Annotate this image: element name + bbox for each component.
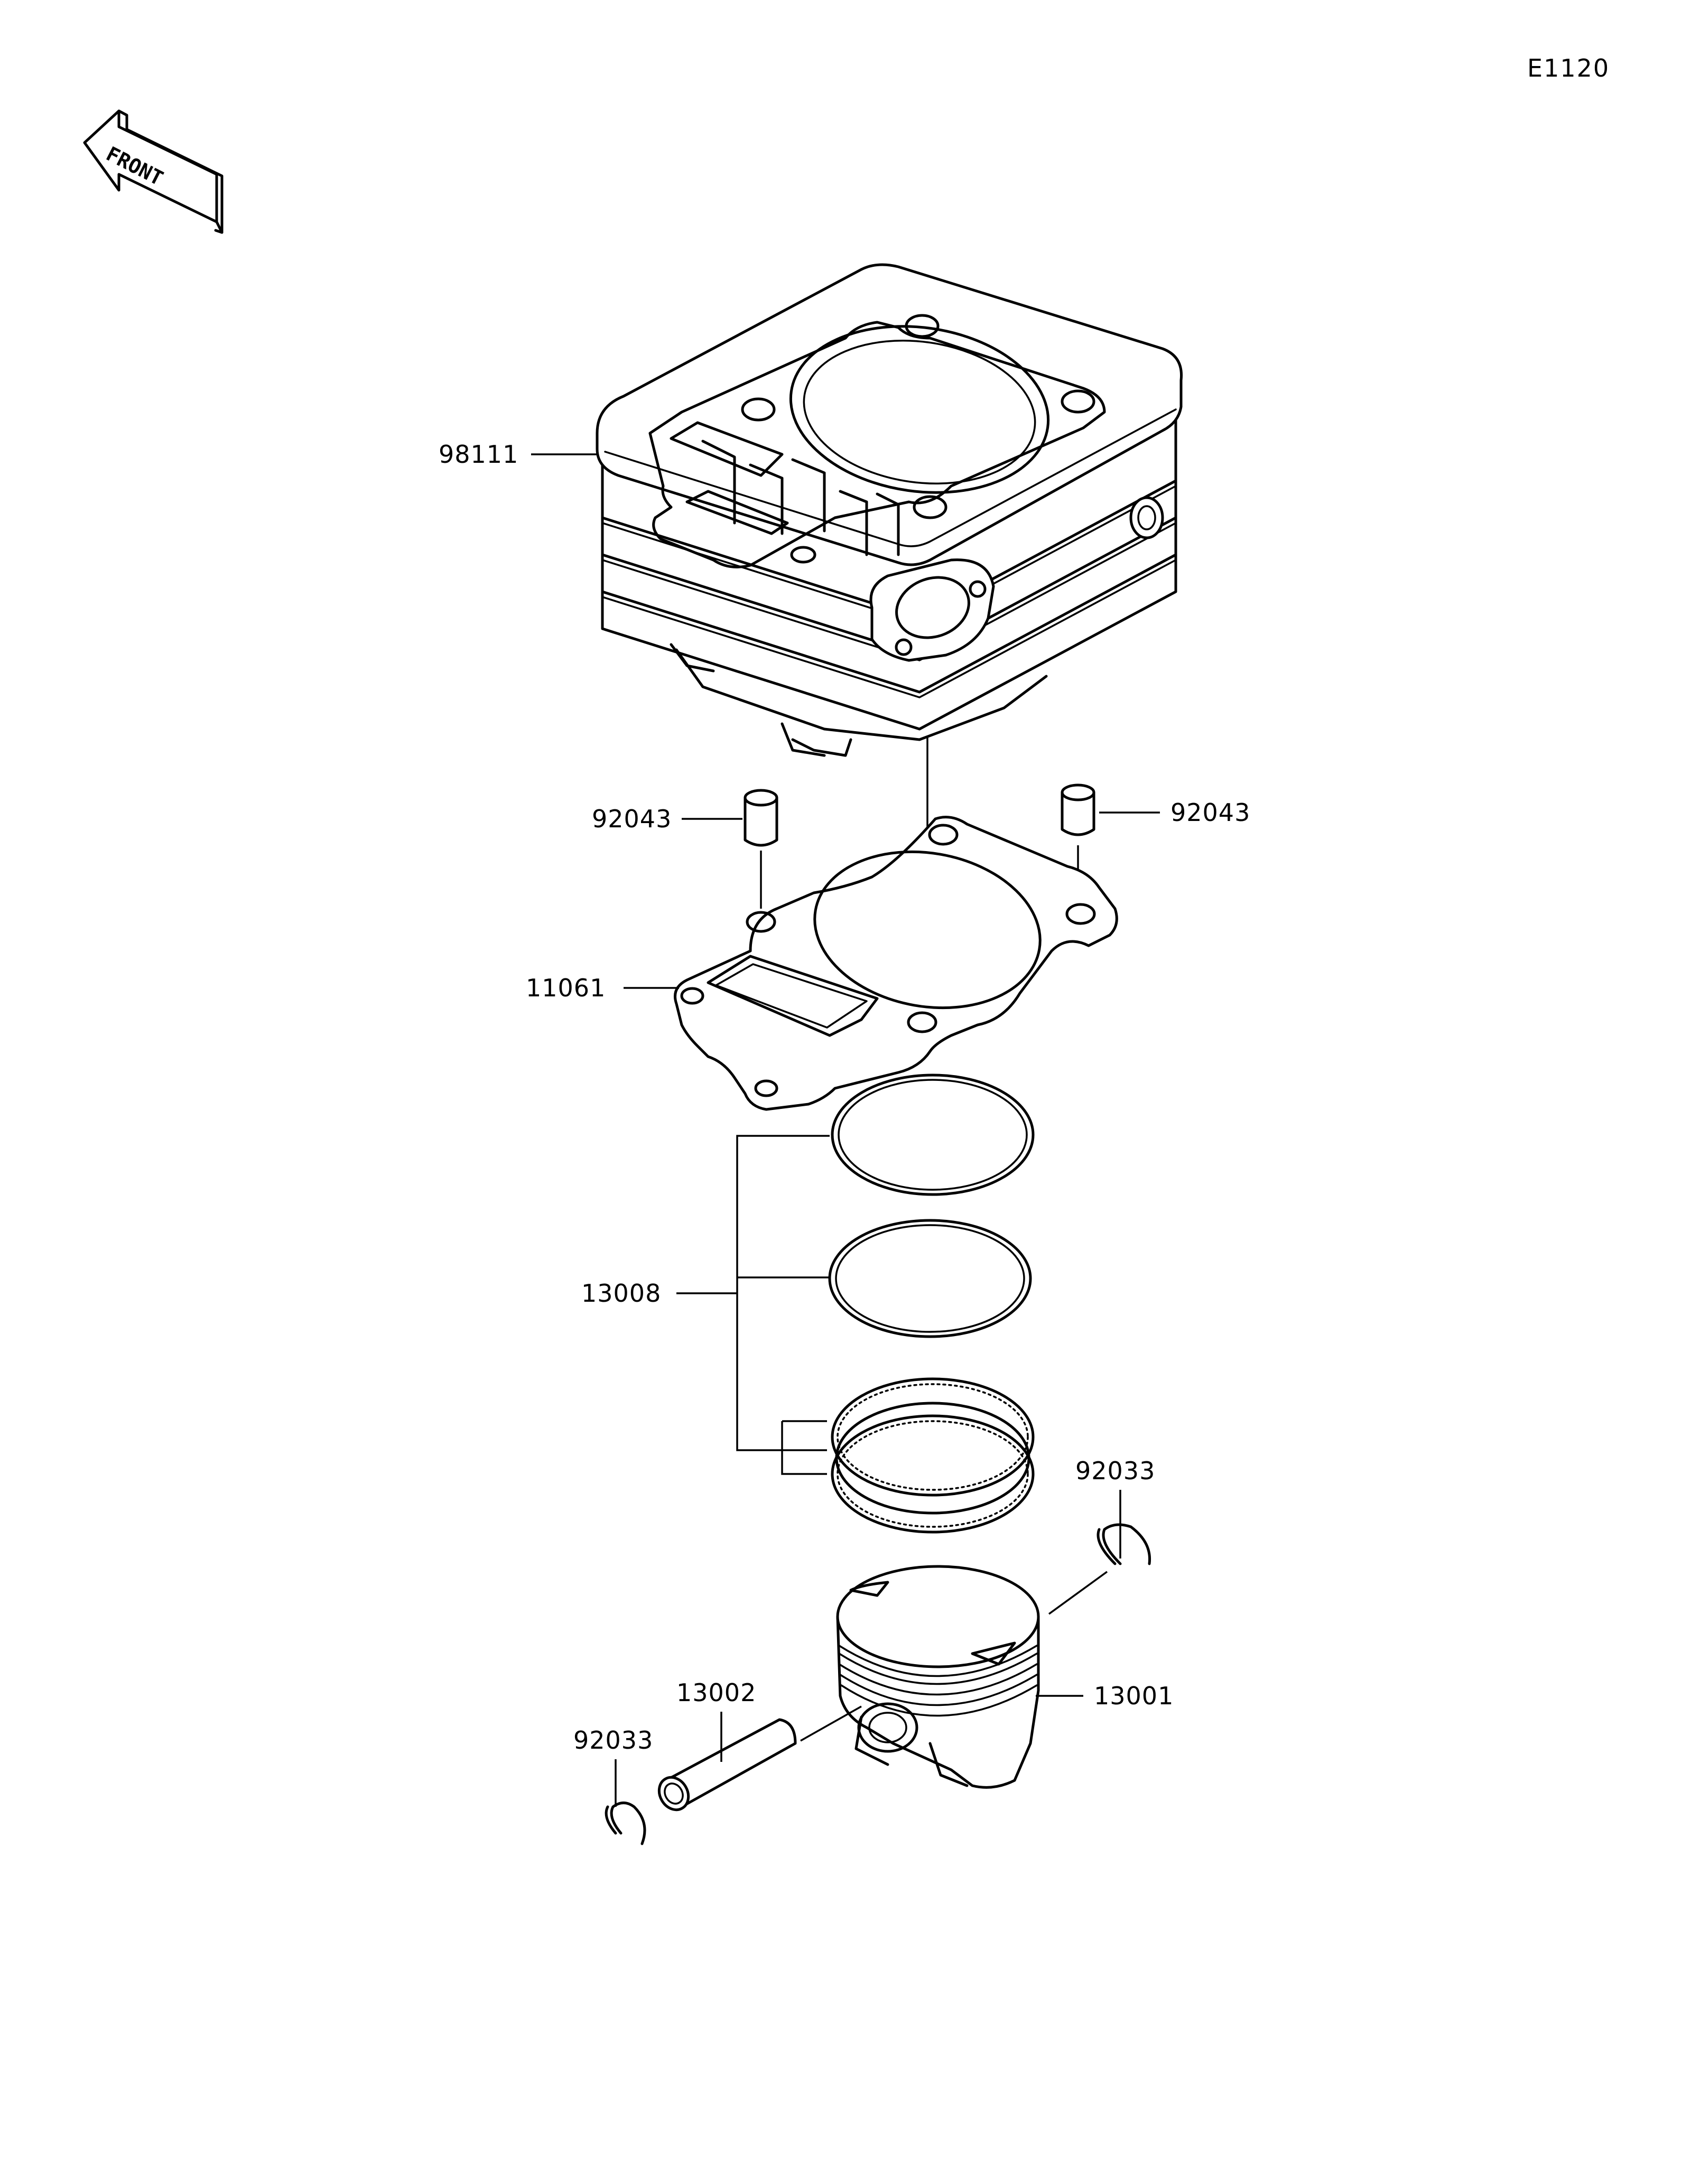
piston-ring-top: [831, 1074, 1035, 1196]
piston-drawing: [836, 1565, 1040, 1789]
diagram-code: E1120: [1527, 54, 1610, 82]
piston-ring-oil: [831, 1377, 1035, 1534]
part-label-92043-left: 92043: [592, 805, 672, 833]
arrow-left-icon: [83, 109, 224, 234]
part-label-92033-right: 92033: [1075, 1457, 1155, 1485]
piston-ring-second: [828, 1219, 1032, 1338]
piston-pin-drawing: [657, 1718, 797, 1812]
part-label-92043-right: 92043: [1170, 798, 1250, 827]
snap-ring-left: [605, 1802, 646, 1845]
part-label-13001: 13001: [1094, 1682, 1174, 1710]
snap-ring-right: [1097, 1523, 1151, 1565]
part-label-13008: 13008: [581, 1279, 661, 1308]
part-label-92033-left: 92033: [573, 1726, 653, 1754]
part-label-98111: 98111: [439, 440, 518, 469]
gasket-drawing: [674, 816, 1118, 1111]
cylinder-drawing: [596, 263, 1183, 757]
part-label-13002: 13002: [676, 1678, 756, 1707]
front-indicator: FRONT: [83, 109, 224, 234]
dowel-pin-right: [1061, 783, 1095, 836]
dowel-pin-left: [744, 789, 778, 847]
part-label-11061: 11061: [526, 974, 606, 1002]
